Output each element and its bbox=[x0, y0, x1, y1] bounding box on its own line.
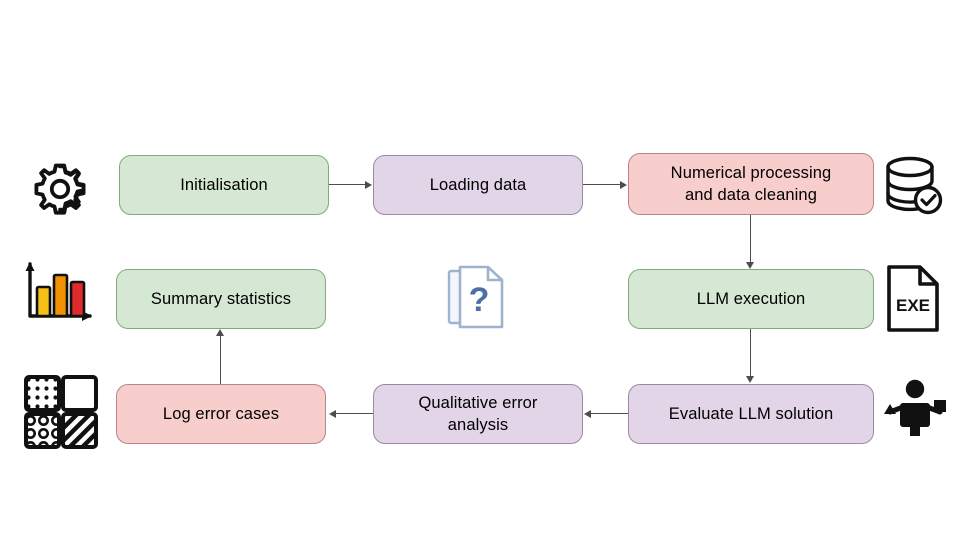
node-numerical-processing[interactable]: Numerical processing and data cleaning bbox=[628, 153, 874, 215]
arrowhead-left bbox=[329, 409, 336, 418]
arrowhead-down bbox=[746, 262, 755, 269]
node-label-line2: analysis bbox=[447, 416, 509, 434]
node-summary-statistics[interactable]: Summary statistics bbox=[116, 269, 326, 329]
node-label-line1: Qualitative error bbox=[418, 393, 538, 412]
edge-llm-to-evaluate bbox=[750, 329, 752, 377]
node-loading-data[interactable]: Loading data bbox=[373, 155, 583, 215]
arrowhead-down bbox=[746, 376, 755, 383]
arrowhead-left bbox=[584, 409, 591, 418]
exe-file-label: EXE bbox=[896, 296, 930, 315]
node-label: Evaluate LLM solution bbox=[668, 404, 834, 423]
bar-chart-icon bbox=[25, 262, 92, 321]
exe-file-icon: EXE bbox=[887, 265, 939, 332]
edge-evaluate-to-qualitative bbox=[591, 413, 628, 415]
node-label: Loading data bbox=[429, 175, 527, 194]
question-document-icon: ? bbox=[447, 265, 504, 329]
svg-text:?: ? bbox=[469, 281, 490, 319]
edge-log-to-summary bbox=[220, 334, 222, 384]
node-label: Qualitative error analysis bbox=[418, 392, 537, 437]
edge-numerical-to-llm bbox=[750, 215, 752, 263]
node-label: LLM execution bbox=[696, 289, 806, 308]
node-label: Numerical processing and data cleaning bbox=[671, 162, 832, 207]
node-qualitative-error-analysis[interactable]: Qualitative error analysis bbox=[373, 384, 583, 444]
node-llm-execution[interactable]: LLM execution bbox=[628, 269, 874, 329]
arrowhead-right bbox=[365, 180, 372, 189]
arrowhead-right bbox=[620, 180, 627, 189]
node-evaluate-llm-solution[interactable]: Evaluate LLM solution bbox=[628, 384, 874, 444]
gear-icon bbox=[34, 163, 86, 215]
database-check-icon bbox=[886, 156, 943, 215]
pattern-swatch-grid-icon bbox=[24, 375, 98, 449]
person-evaluating-icon bbox=[884, 379, 946, 436]
edge-initialisation-to-loading bbox=[329, 184, 365, 186]
edge-loading-to-numerical bbox=[583, 184, 620, 186]
node-label-line1: Numerical processing bbox=[670, 163, 832, 182]
edge-qualitative-to-log bbox=[336, 413, 374, 415]
node-initialisation[interactable]: Initialisation bbox=[119, 155, 329, 215]
arrowhead-up bbox=[216, 329, 225, 336]
node-label: Summary statistics bbox=[150, 289, 292, 308]
node-label-line2: and data cleaning bbox=[685, 186, 817, 204]
node-label: Initialisation bbox=[180, 175, 268, 194]
node-label: Log error cases bbox=[162, 404, 280, 423]
node-log-error-cases[interactable]: Log error cases bbox=[116, 384, 326, 444]
